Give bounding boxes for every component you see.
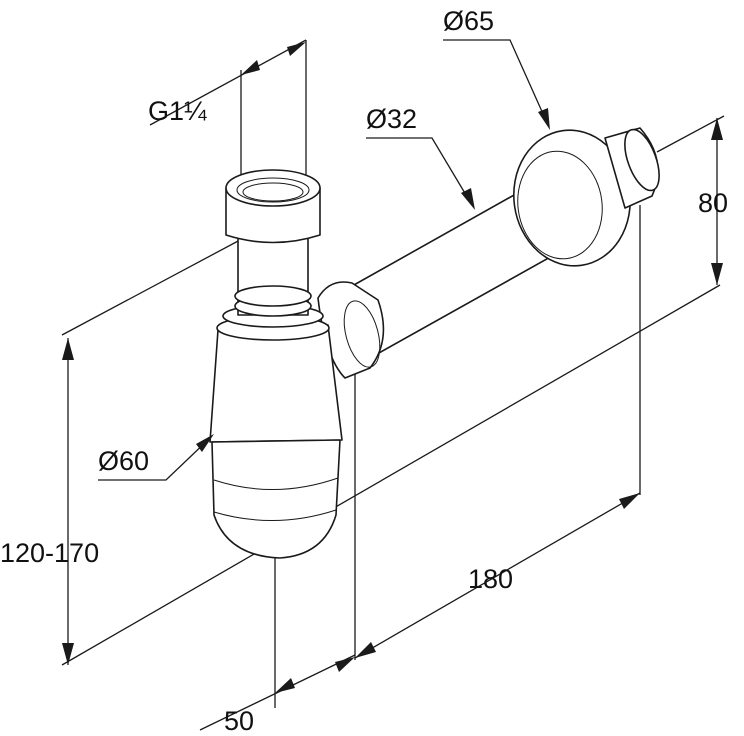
inlet-tube <box>225 169 321 317</box>
bottle-body <box>209 304 343 559</box>
pipe-diameter-leader <box>366 137 475 210</box>
length-dimension <box>354 492 641 659</box>
bottle-diameter-leader <box>98 434 214 481</box>
rosette-height-label: 80 <box>698 188 728 218</box>
offset-label: 50 <box>224 706 254 736</box>
thread-dimension-line <box>149 39 307 126</box>
height-range-dimension <box>62 338 74 665</box>
length-label: 180 <box>468 564 513 594</box>
outlet-diameter-leader <box>443 39 550 130</box>
height-range-label: 120-170 <box>0 538 99 568</box>
thread-label: G1¼ <box>148 96 207 126</box>
wall-rosette <box>512 127 660 267</box>
bottle-diameter-label: Ø60 <box>98 446 149 476</box>
pipe-diameter-label: Ø32 <box>366 104 417 134</box>
outlet-diameter-label: Ø65 <box>443 6 494 36</box>
offset-dimension <box>199 654 356 731</box>
rosette-height-dimension <box>711 118 723 285</box>
